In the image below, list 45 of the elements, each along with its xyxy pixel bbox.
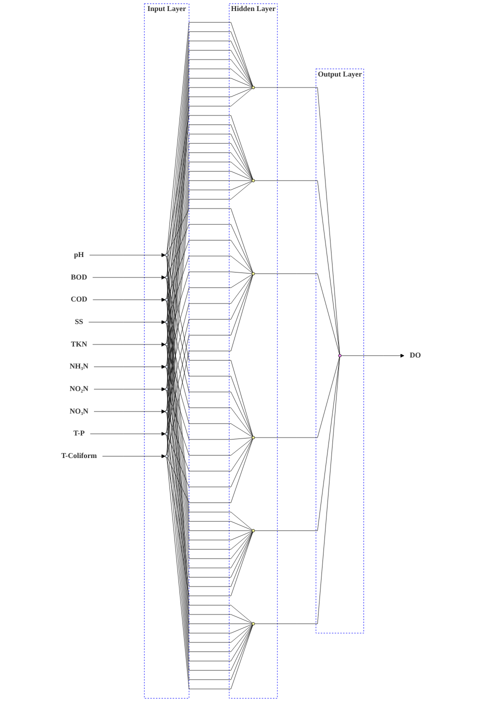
node-circle — [338, 354, 342, 358]
node-circle — [252, 272, 255, 276]
node-circle — [165, 298, 168, 302]
connector — [166, 134, 253, 299]
node-circle — [252, 529, 255, 532]
connector — [167, 412, 253, 472]
connector — [166, 412, 253, 578]
node-circle — [165, 432, 168, 436]
connector — [166, 274, 253, 388]
connector — [167, 208, 253, 273]
connector — [166, 323, 253, 437]
node-circle — [165, 410, 168, 414]
connector — [166, 435, 253, 587]
connector — [166, 368, 252, 440]
connector — [254, 356, 340, 531]
node-circle — [165, 365, 168, 368]
node-circle — [165, 388, 168, 391]
connector — [166, 274, 252, 366]
node-circle — [165, 454, 168, 458]
connector — [254, 87, 340, 354]
connector — [166, 115, 253, 254]
connector — [166, 346, 252, 438]
node-circle — [252, 86, 255, 90]
node-circle — [165, 253, 168, 257]
connector — [166, 390, 253, 568]
connector — [166, 124, 253, 276]
node-circle — [165, 342, 168, 346]
connector — [166, 457, 253, 596]
connector — [254, 274, 340, 354]
connector — [166, 272, 252, 344]
node-circle — [165, 320, 168, 324]
connector — [166, 152, 253, 344]
node-circle — [165, 276, 168, 280]
connector — [166, 256, 252, 321]
connector — [167, 224, 253, 276]
node-circle — [252, 436, 255, 440]
node-circle — [252, 622, 255, 626]
connector — [166, 143, 253, 321]
connector — [254, 356, 340, 438]
connector — [254, 180, 340, 354]
connector — [167, 240, 253, 299]
connector — [166, 368, 253, 559]
connector — [254, 356, 340, 624]
node-circle — [252, 179, 255, 182]
connector — [167, 438, 253, 503]
